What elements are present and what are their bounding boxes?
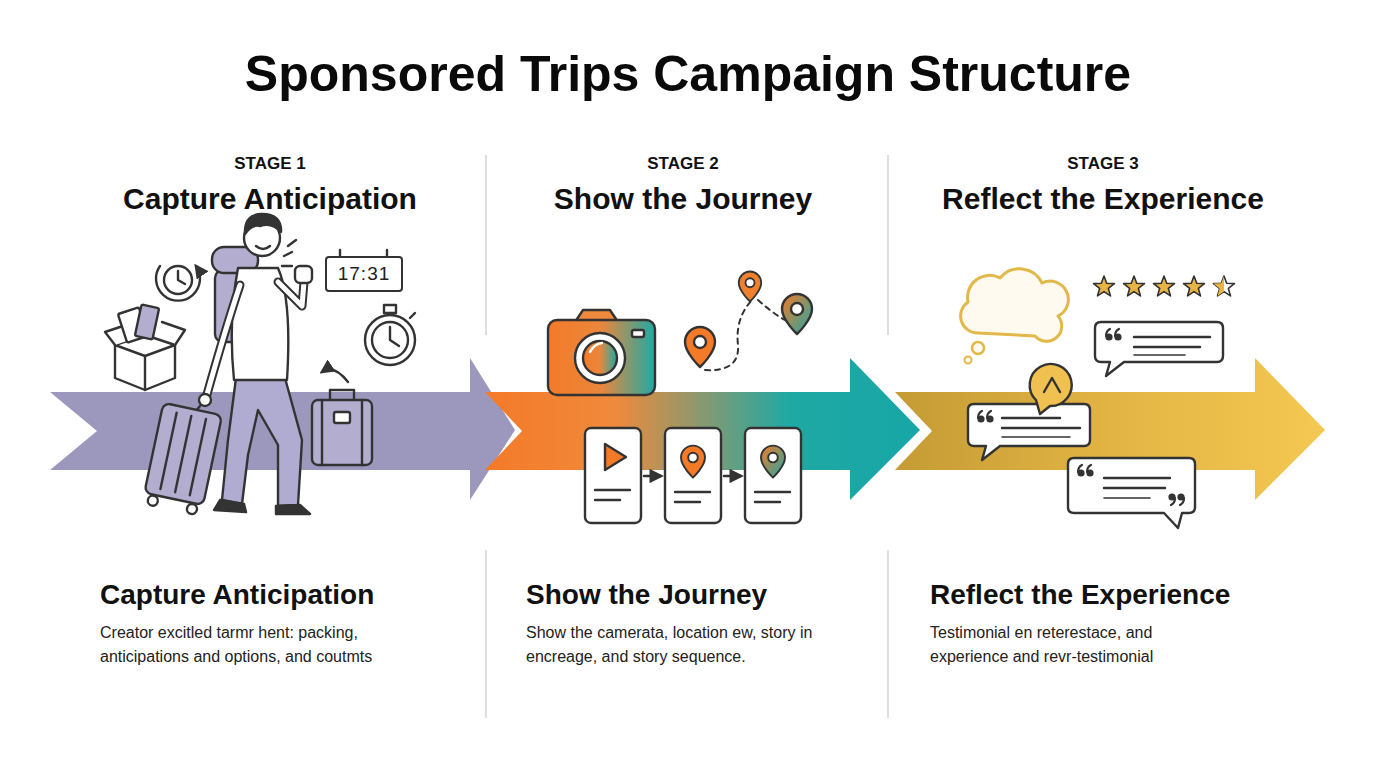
section-heading: Capture Anticipation	[100, 578, 480, 612]
stage-heading: Show the Journey	[483, 181, 883, 217]
feedback-illustration	[961, 269, 1235, 528]
stage-arrow	[895, 358, 1325, 500]
stage-heading: Reflect the Experience	[903, 181, 1303, 217]
stage-number: STAGE 1	[70, 154, 470, 174]
journey-illustration	[548, 272, 812, 524]
section-heading: Reflect the Experience	[930, 578, 1350, 612]
section-heading: Show the Journey	[526, 578, 886, 612]
stage-number: STAGE 3	[903, 154, 1303, 174]
section-body: Testimonial en reterestace, and experien…	[930, 621, 1210, 669]
stage-heading: Capture Anticipation	[70, 181, 470, 217]
stage-number: STAGE 2	[483, 154, 883, 174]
calendar-card: 17:31	[325, 256, 403, 292]
section-body: Creator excitled tarmr hent: packing, an…	[100, 621, 400, 669]
section-body: Show the camerata, location ew, story in…	[526, 621, 814, 669]
diagram-title: Sponsored Trips Campaign Structure	[0, 44, 1376, 104]
calendar-time: 17:31	[338, 263, 391, 285]
traveler-illustration	[105, 214, 415, 516]
